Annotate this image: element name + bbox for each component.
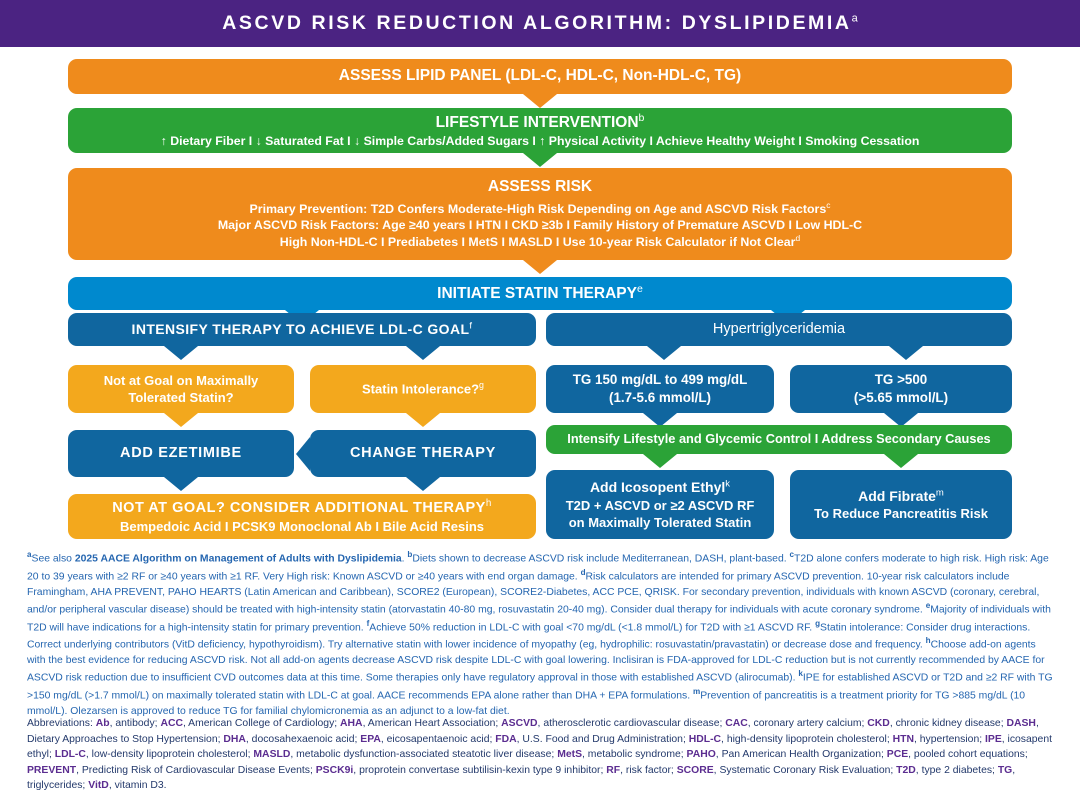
hypertriglyceridemia-title: Hypertriglyceridemia [712, 320, 846, 337]
tg-over-500-box: TG >500 (>5.65 mmol/L) [790, 365, 1012, 413]
add-icosapent-ethyl-box: Add Icosopent Ethylk T2D + ASCVD or ≥2 A… [546, 470, 774, 539]
arrow-lifestyle-to-risk [523, 153, 557, 167]
arrow-lifestyle-to-fibrate [884, 454, 918, 468]
tg-150-499-line-1: TG 150 mg/dL to 499 mg/dL [572, 372, 748, 388]
arrow-change-therapy-to-additional-therapy [406, 477, 440, 491]
arrow-intensify-to-not-at-goal [164, 346, 198, 360]
not-at-goal-statin-line-2: Tolerated Statin? [128, 390, 234, 405]
add-icosapent-title: Add Icosopent Ethylk [589, 478, 731, 496]
page-title: ASCVD RISK REDUCTION ALGORITHM: DYSLIPID… [222, 12, 858, 34]
add-fibrate-box: Add Fibratem To Reduce Pancreatitis Risk [790, 470, 1012, 539]
hypertriglyceridemia-box: Hypertriglyceridemia [546, 313, 1012, 346]
intensify-therapy-title: INTENSIFY THERAPY TO ACHIEVE LDL-C GOALf [131, 320, 473, 338]
arrow-lifestyle-to-icosapent [643, 454, 677, 468]
initiate-statin-therapy-title: INITIATE STATIN THERAPYe [437, 282, 643, 302]
assess-risk-line-3: High Non-HDL-C I Prediabetes I MetS I MA… [279, 233, 801, 250]
add-icosapent-line-2: T2D + ASCVD or ≥2 ASCVD RF [565, 497, 755, 513]
intensify-therapy-box: INTENSIFY THERAPY TO ACHIEVE LDL-C GOALf [68, 313, 536, 346]
arrow-ezetimibe-to-additional-therapy [164, 477, 198, 491]
not-at-goal-statin-line-1: Not at Goal on Maximally [103, 372, 259, 388]
abbreviations-block: Abbreviations: Ab, antibody; ACC, Americ… [27, 718, 1053, 790]
tg-150-499-box: TG 150 mg/dL to 499 mg/dL (1.7-5.6 mmol/… [546, 365, 774, 413]
arrow-intensify-to-statin-intolerance [406, 346, 440, 360]
change-therapy-box: CHANGE THERAPY [310, 430, 536, 477]
change-therapy-title: CHANGE THERAPY [350, 444, 496, 461]
statin-intolerance-box: Statin Intolerance?g [310, 365, 536, 413]
arrow-risk-to-statin [523, 260, 557, 274]
tg-over-500-line-1: TG >500 [874, 372, 928, 388]
title-footnote-marker: a [851, 12, 858, 25]
assess-risk-title: ASSESS RISK [487, 178, 593, 196]
add-fibrate-line-2: To Reduce Pancreatitis Risk [814, 506, 988, 522]
additional-therapy-detail: Bempedoic Acid I PCSK9 Monoclonal Ab I B… [119, 519, 485, 535]
assess-lipid-panel-title: ASSESS LIPID PANEL (LDL-C, HDL-C, Non-HD… [338, 67, 742, 85]
not-at-goal-additional-therapy-box: NOT AT GOAL? CONSIDER ADDITIONAL THERAPY… [68, 494, 536, 539]
arrow-intolerance-to-change-therapy [406, 413, 440, 427]
assess-lipid-panel-box: ASSESS LIPID PANEL (LDL-C, HDL-C, Non-HD… [68, 59, 1012, 94]
page-header: ASCVD RISK REDUCTION ALGORITHM: DYSLIPID… [0, 0, 1080, 47]
arrow-tg150-to-intensify-lifestyle [643, 413, 677, 427]
intensify-lifestyle-title: Intensify Lifestyle and Glycemic Control… [567, 431, 991, 447]
lifestyle-intervention-detail: ↑ Dietary Fiber I ↓ Saturated Fat I ↓ Si… [160, 134, 920, 149]
assess-risk-line-1: Primary Prevention: T2D Confers Moderate… [249, 199, 831, 216]
tg-over-500-line-2: (>5.65 mmol/L) [853, 390, 949, 405]
add-icosapent-line-3: on Maximally Tolerated Statin [568, 514, 752, 530]
arrow-not-at-goal-to-ezetimibe [164, 413, 198, 427]
intensify-lifestyle-box: Intensify Lifestyle and Glycemic Control… [546, 425, 1012, 454]
arrow-lipid-to-lifestyle [523, 94, 557, 108]
add-ezetimibe-box: ADD EZETIMIBE [68, 430, 294, 477]
lifestyle-intervention-title: LIFESTYLE INTERVENTIONb [435, 111, 645, 131]
additional-therapy-title: NOT AT GOAL? CONSIDER ADDITIONAL THERAPY… [112, 498, 492, 517]
add-ezetimibe-title: ADD EZETIMIBE [120, 444, 242, 461]
add-fibrate-title: Add Fibratem [858, 487, 944, 504]
lifestyle-intervention-box: LIFESTYLE INTERVENTIONb ↑ Dietary Fiber … [68, 108, 1012, 153]
footnotes-block: aSee also 2025 AACE Algorithm on Managem… [27, 550, 1053, 717]
not-at-goal-statin-box: Not at Goal on Maximally Tolerated Stati… [68, 365, 294, 413]
initiate-statin-therapy-box: INITIATE STATIN THERAPYe [68, 277, 1012, 310]
arrow-hypertrig-to-tg-150 [647, 346, 681, 360]
arrow-change-therapy-to-ezetimibe [296, 437, 310, 471]
arrow-tg500-to-intensify-lifestyle [884, 413, 918, 427]
arrow-hypertrig-to-tg-500 [889, 346, 923, 360]
assess-risk-box: ASSESS RISK Primary Prevention: T2D Conf… [68, 168, 1012, 260]
statin-intolerance-title: Statin Intolerance?g [362, 380, 484, 397]
tg-150-499-line-2: (1.7-5.6 mmol/L) [609, 390, 711, 405]
assess-risk-line-2: Major ASCVD Risk Factors: Age ≥40 years … [217, 218, 863, 233]
